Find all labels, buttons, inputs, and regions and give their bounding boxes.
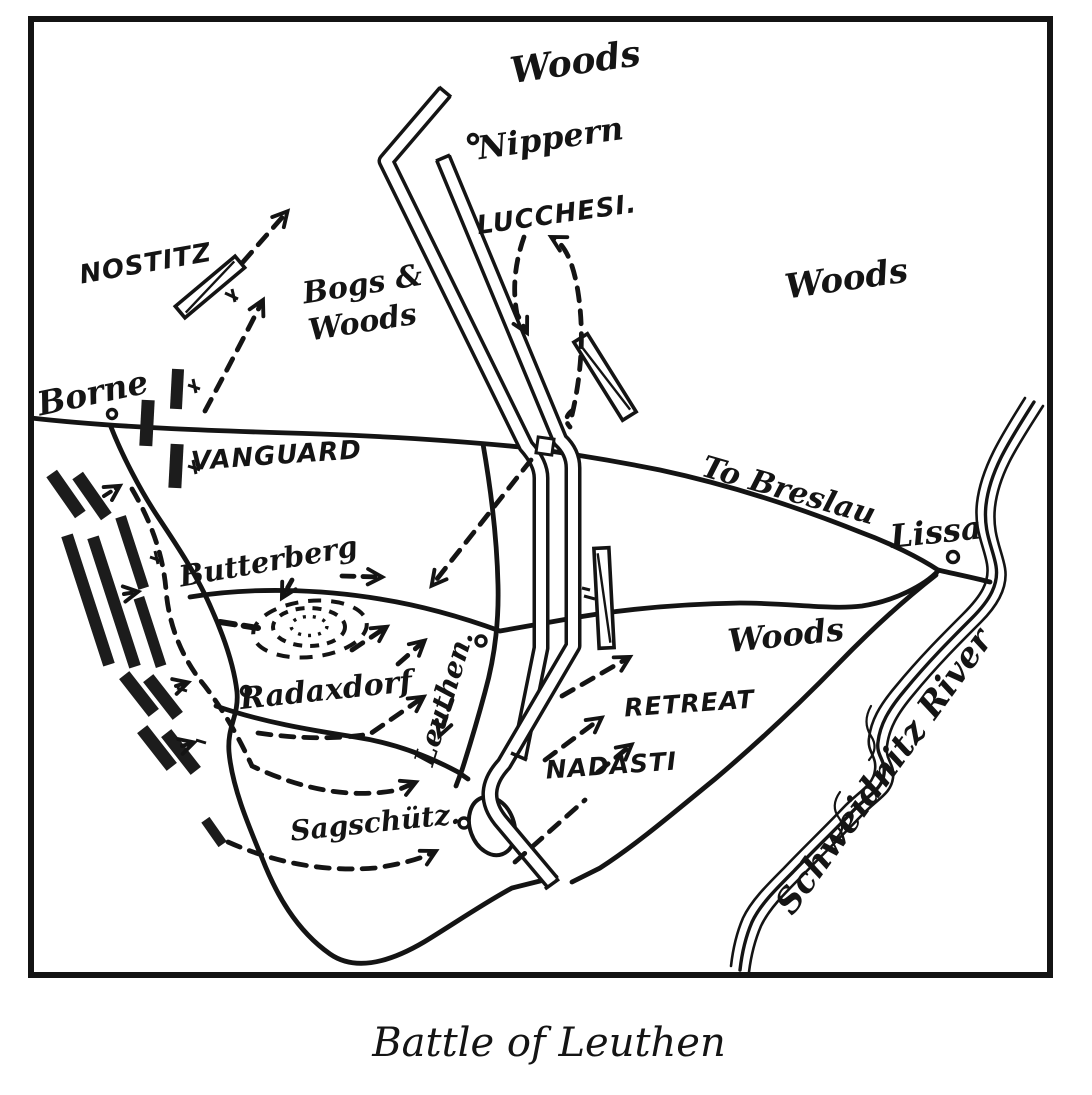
- label-woods-southeast: Woods: [726, 610, 846, 660]
- road-band-crossing: [534, 435, 556, 457]
- label-woods-north: Woods: [508, 32, 644, 92]
- borne-dot: [105, 407, 119, 421]
- sagschutz-dot: [457, 816, 471, 830]
- label-sagschutz: Sagschütz.: [289, 797, 462, 848]
- butterberg-contours: [217, 598, 369, 660]
- arrow-hill-entry: [279, 577, 298, 602]
- woods-boundary: [569, 572, 939, 885]
- label-nippern: Nippern: [474, 109, 625, 167]
- river-line-center: [738, 400, 1036, 972]
- lucchesi-loop-up: [547, 234, 584, 418]
- nostitz-flag-ticks: [224, 288, 239, 303]
- prussian-bar: [137, 725, 177, 771]
- arrow-nostitz-northeast: [240, 208, 291, 265]
- prussian-column: [87, 535, 141, 669]
- arrow-retreat-1: [542, 715, 606, 763]
- prussian-column: [61, 533, 115, 667]
- leuthen-dot: [474, 634, 488, 648]
- band-west-fill: [381, 88, 546, 758]
- prussian-bar-small: [201, 816, 227, 848]
- lucchesi-loop-down: [511, 234, 530, 337]
- arrow-radaxdorf-route: [255, 694, 428, 741]
- prussian-bar: [119, 671, 159, 717]
- arrow-hill-northeast-2: [395, 637, 428, 667]
- nostitz-unit-bar: [172, 253, 248, 321]
- label-woods-east: Woods: [782, 251, 910, 308]
- austrian-line: [377, 85, 582, 891]
- river-squiggle-1: [865, 704, 876, 762]
- road-junction-to-river: [935, 567, 993, 585]
- river-line-east: [747, 404, 1045, 974]
- radaxdorf-dot: [239, 684, 253, 698]
- label-lucchesi: LUCCHESI.: [475, 189, 639, 241]
- prussian-units: [46, 368, 227, 848]
- prussian-bar: [72, 471, 112, 521]
- lissa-dot: [945, 549, 961, 565]
- arrow-hill-northeast-1: [349, 624, 391, 653]
- route-blob-northeast: [512, 797, 588, 865]
- band-east-fill: [438, 156, 578, 886]
- arrow-butterberg-east: [339, 567, 387, 587]
- movement-arrows: [101, 208, 635, 872]
- label-butterberg: Butterberg: [175, 529, 360, 594]
- label-borne: Borne: [33, 362, 152, 424]
- road-vertical: [453, 441, 501, 789]
- map-caption: Battle of Leuthen: [371, 1020, 725, 1066]
- arrow-band-to-southwest: [429, 457, 534, 589]
- label-radaxdorf: Radaxdorf: [237, 664, 419, 718]
- label-to-breslau: To Breslau: [698, 449, 880, 532]
- reserve-unit-bar: [592, 545, 616, 651]
- village-markers: [105, 132, 961, 830]
- route-sagschutz-arc: [225, 839, 440, 872]
- arrow-borne-northeast: [202, 296, 266, 414]
- reserve-flag-ticks: [581, 586, 596, 601]
- label-retreat: RETREAT: [623, 684, 756, 722]
- arrow-retreat-3: [559, 654, 634, 699]
- road-borne-south: [108, 424, 559, 966]
- nippern-dot: [466, 132, 480, 146]
- prussian-bar-borne: [169, 368, 185, 410]
- arrow-retreat-2: [595, 742, 635, 775]
- prussian-column: [115, 515, 149, 590]
- prussian-bar: [143, 674, 183, 720]
- schweidnitz-river: [729, 396, 1045, 974]
- label-vanguard: VANGUARD: [190, 435, 363, 477]
- arrow-into-sagschutz: [434, 697, 455, 740]
- route-columns-south: [129, 486, 420, 797]
- prussian-bar: [46, 469, 86, 519]
- label-nadasti: NADASTI: [545, 746, 678, 784]
- prussian-column: [133, 596, 167, 668]
- map-border: [28, 16, 1053, 978]
- river-squiggle-2: [833, 790, 844, 841]
- prussian-bar-vanguard: [168, 443, 184, 489]
- label-nostitz: NOSTITZ: [77, 238, 214, 291]
- band-end-caps: [435, 85, 561, 891]
- lucchesi-hook: [564, 407, 576, 430]
- prussian-bar-borne: [139, 399, 155, 447]
- small-column-arrows: [101, 483, 198, 756]
- label-schweidnitz-river: Schweidnitz River: [767, 620, 1002, 922]
- austrian-units: [172, 253, 639, 651]
- road-middle: [187, 568, 941, 634]
- label-lissa: Lissa: [887, 508, 983, 555]
